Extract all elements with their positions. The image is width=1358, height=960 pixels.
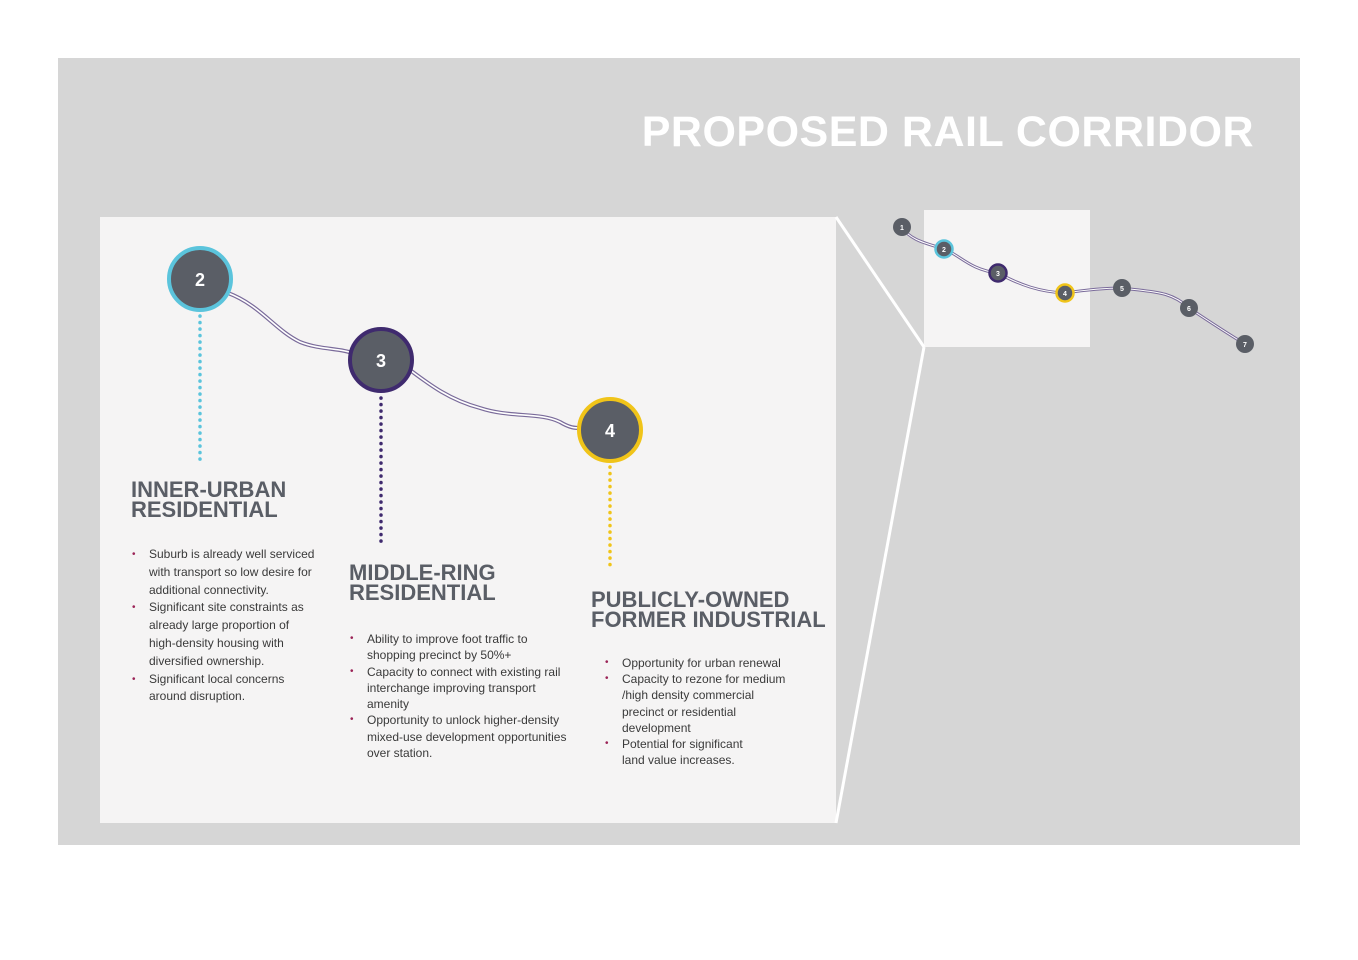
page-title: PROPOSED RAIL CORRIDOR: [641, 108, 1254, 156]
bullet-item: Suburb is already well serviced with tra…: [132, 546, 329, 599]
mini-station-7-label: 7: [1243, 342, 1247, 349]
mini-station-4-label: 4: [1063, 291, 1067, 298]
heading-line: FORMER INDUSTRIAL: [591, 607, 826, 632]
bullet-item: Capacity to rezone for medium /high dens…: [605, 671, 792, 736]
connector-line-top: [834, 216, 926, 348]
station-3-label: 3: [376, 351, 386, 371]
section-heading-inner-urban: INNER-URBAN RESIDENTIAL: [131, 477, 287, 522]
heading-line: INNER-URBAN: [131, 477, 287, 502]
mini-station-7: 7: [1236, 335, 1254, 353]
bullet-list-inner-urban: Suburb is already well serviced with tra…: [131, 546, 329, 706]
bullet-item: Ability to improve foot traffic to shopp…: [350, 631, 547, 664]
mini-station-5-label: 5: [1120, 286, 1124, 293]
mini-station-3: 3: [988, 263, 1008, 283]
bullet-list-publicly-owned: Opportunity for urban renewal Capacity t…: [604, 655, 797, 768]
station-4-marker: 4: [577, 397, 643, 463]
bullet-item: Opportunity to unlock higher-density mix…: [350, 712, 582, 761]
station-4-label: 4: [605, 421, 615, 441]
connector-line-bottom: [834, 346, 926, 824]
mini-station-1: 1: [893, 218, 911, 236]
section-heading-publicly-owned: PUBLICLY-OWNED FORMER INDUSTRIAL: [591, 587, 826, 632]
mini-station-6: 6: [1180, 299, 1198, 317]
station-2-marker: 2: [167, 246, 233, 312]
bullet-item: Significant local concerns around disrup…: [132, 671, 299, 707]
mini-station-2-label: 2: [942, 247, 946, 254]
bullet-item: Capacity to connect with existing rail i…: [350, 664, 562, 713]
bullet-item: Significant site constraints as already …: [132, 599, 309, 670]
mini-station-4: 4: [1055, 283, 1075, 303]
station-3-marker: 3: [348, 327, 414, 393]
bullet-list-middle-ring: Ability to improve foot traffic to shopp…: [349, 631, 582, 761]
heading-line: MIDDLE-RING: [349, 560, 496, 585]
station-2-label: 2: [195, 270, 205, 290]
heading-line: RESIDENTIAL: [131, 497, 278, 522]
mini-station-6-label: 6: [1187, 306, 1191, 313]
heading-line: PUBLICLY-OWNED: [591, 587, 790, 612]
mini-station-3-label: 3: [996, 271, 1000, 278]
mini-station-2: 2: [934, 239, 954, 259]
mini-station-5: 5: [1113, 279, 1131, 297]
mini-station-1-label: 1: [900, 225, 904, 232]
rail-track-detail: [227, 291, 581, 430]
section-heading-middle-ring: MIDDLE-RING RESIDENTIAL: [349, 560, 496, 605]
bullet-item: Potential for significant land value inc…: [605, 736, 757, 768]
rail-track-overview: [900, 226, 1246, 346]
bullet-item: Opportunity for urban renewal: [605, 655, 797, 671]
heading-line: RESIDENTIAL: [349, 580, 496, 605]
